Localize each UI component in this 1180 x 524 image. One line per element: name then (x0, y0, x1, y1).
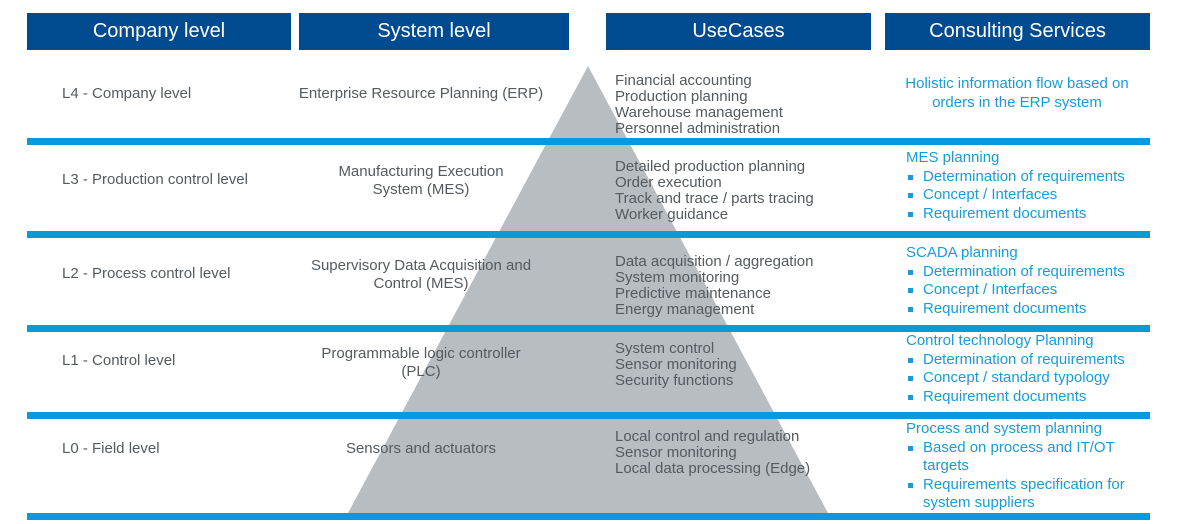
consulting-l3: MES planning Determination of requiremen… (906, 149, 1146, 223)
header-system-level: System level (299, 13, 569, 50)
system-label-l0: Sensors and actuators (286, 441, 556, 457)
level-label-l1: L1 - Control level (62, 352, 176, 369)
usecase-item: System monitoring (615, 269, 740, 286)
consulting-l4: Holistic information flow based on order… (884, 75, 1150, 112)
usecases-l3: Detailed production planning Order execu… (615, 159, 814, 223)
usecase-item: Warehouse management (615, 104, 783, 121)
system-label-l3: Manufacturing Execution System (MES) (286, 163, 556, 199)
usecase-item: Security functions (615, 372, 734, 389)
system-label-l4: Enterprise Resource Planning (ERP) (286, 86, 556, 102)
system-label-l1: Programmable logic controller (PLC) (286, 345, 556, 381)
usecase-item: System control (615, 340, 715, 357)
separator-band (27, 325, 1150, 332)
consulting-title: Control technology Planning (906, 332, 1094, 349)
separator-band (27, 513, 1150, 520)
usecase-item: Local control and regulation (615, 428, 800, 445)
usecase-item: Local data processing (Edge) (615, 460, 811, 477)
usecase-item: Sensor monitoring (615, 444, 737, 461)
usecase-item: Personnel administration (615, 120, 781, 137)
system-line: System (MES) (372, 181, 470, 198)
system-line: Sensors and actuators (345, 440, 497, 457)
usecase-item: Predictive maintenance (615, 285, 771, 302)
header-consulting-services: Consulting Services (885, 13, 1150, 50)
header-company-level: Company level (27, 13, 291, 50)
usecase-item: Financial accounting (615, 72, 752, 89)
consulting-text-line: orders in the ERP system (932, 93, 1102, 111)
system-line: Control (MES) (373, 275, 469, 292)
usecases-l1: System control Sensor monitoring Securit… (615, 341, 737, 389)
usecases-l2: Data acquisition / aggregation System mo… (615, 254, 813, 318)
pyramid-triangle (348, 66, 828, 513)
usecase-item: Data acquisition / aggregation (615, 253, 814, 270)
system-line: Supervisory Data Acquisition and (310, 257, 532, 274)
usecases-l0: Local control and regulation Sensor moni… (615, 429, 810, 477)
consulting-bullet: Requirement documents (906, 388, 1146, 407)
usecase-item: Order execution (615, 174, 722, 191)
header-usecases: UseCases (606, 13, 871, 50)
usecase-item: Track and trace / parts tracing (615, 190, 814, 207)
consulting-bullet: Requirement documents (906, 205, 1146, 224)
consulting-text-line: Holistic information flow based on (905, 75, 1129, 92)
consulting-bullet: Determination of requirements (906, 351, 1146, 370)
consulting-bullet: Concept / standard typology (906, 369, 1146, 388)
usecase-item: Sensor monitoring (615, 356, 737, 373)
consulting-bullet: Concept / Interfaces (906, 186, 1146, 205)
system-label-l2: Supervisory Data Acquisition and Control… (286, 257, 556, 293)
system-line: (PLC) (401, 363, 441, 380)
consulting-l1: Control technology Planning Determinatio… (906, 332, 1146, 406)
consulting-l2: SCADA planning Determination of requirem… (906, 244, 1146, 318)
usecases-l4: Financial accounting Production planning… (615, 73, 783, 137)
consulting-bullet: Determination of requirements (906, 263, 1146, 282)
consulting-title: MES planning (906, 149, 1000, 166)
usecase-item: Detailed production planning (615, 158, 806, 175)
consulting-bullet: Determination of requirements (906, 168, 1146, 187)
consulting-title: Process and system planning (906, 420, 1102, 437)
usecase-item: Worker guidance (615, 206, 729, 223)
level-label-l0: L0 - Field level (62, 440, 160, 457)
consulting-title: SCADA planning (906, 244, 1018, 261)
separator-band (27, 231, 1150, 238)
separator-band (27, 138, 1150, 145)
level-label-l4: L4 - Company level (62, 85, 192, 102)
usecase-item: Production planning (615, 88, 748, 105)
consulting-bullet: Based on process and IT/OT targets (906, 439, 1138, 476)
usecase-item: Energy management (615, 301, 755, 318)
consulting-bullet: Requirements specification for system su… (906, 476, 1138, 513)
separator-band (27, 412, 1150, 419)
system-line: Programmable logic controller (321, 345, 521, 362)
system-line: Enterprise Resource Planning (ERP) (298, 85, 544, 102)
level-label-l2: L2 - Process control level (62, 265, 231, 282)
consulting-bullet: Requirement documents (906, 300, 1146, 319)
consulting-bullet: Concept / Interfaces (906, 281, 1146, 300)
level-label-l3: L3 - Production control level (62, 171, 248, 188)
system-line: Manufacturing Execution (338, 163, 504, 180)
consulting-l0: Process and system planning Based on pro… (906, 420, 1138, 513)
